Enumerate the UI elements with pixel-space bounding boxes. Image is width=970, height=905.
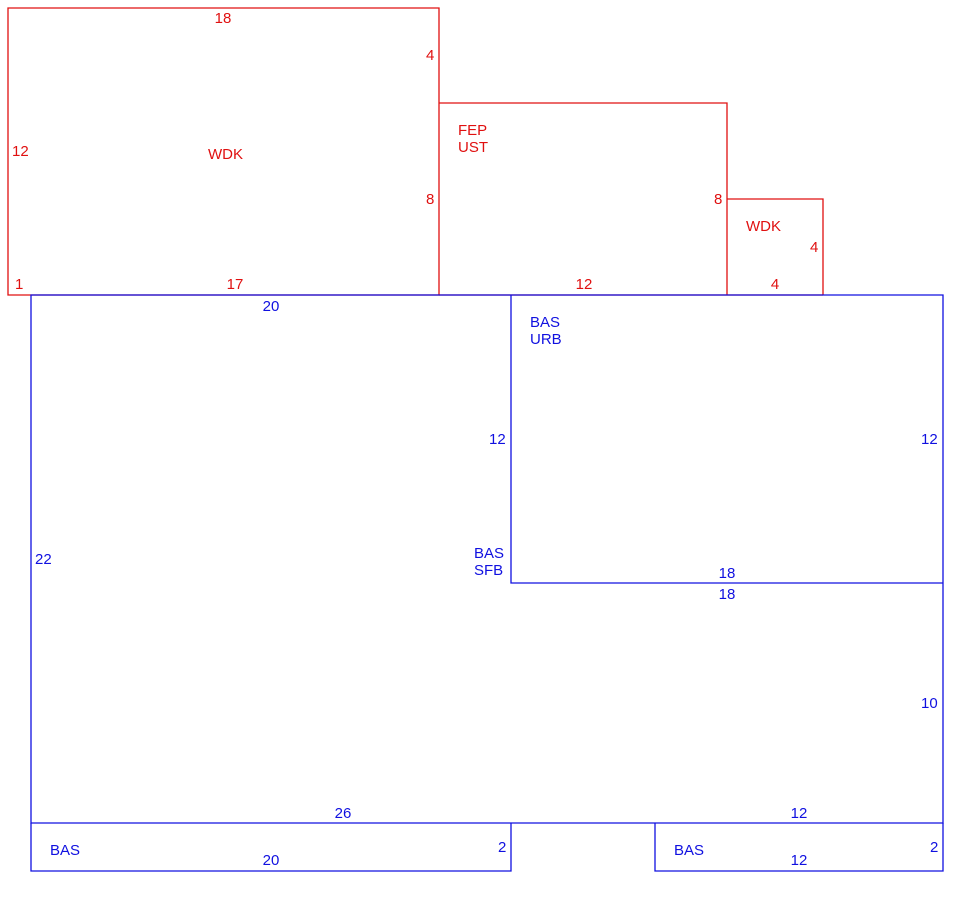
- bas-main-dim-bottom-right: 12: [791, 805, 808, 822]
- bas-strip-left-outline: [30, 823, 512, 872]
- wdk-right-code: WDK: [746, 218, 781, 235]
- wdk-left-dim-right-top: 4: [426, 47, 434, 64]
- wdk-right-dim-right: 4: [810, 239, 818, 256]
- bas-strip-left-dim-right: 2: [498, 839, 506, 856]
- bas-strip-right-dim-right: 2: [930, 839, 938, 856]
- bas-main-dim-top: 20: [263, 298, 280, 315]
- fep-code-2: UST: [458, 139, 488, 156]
- wdk-left-dim-top: 18: [215, 10, 232, 27]
- bas-urb-outline: [510, 295, 943, 584]
- fep-code-1: FEP: [458, 122, 487, 139]
- wdk-right-outline: [727, 198, 824, 295]
- bas-main-dim-right-lower: 10: [921, 695, 938, 712]
- wdk-left-code: WDK: [208, 146, 243, 163]
- bas-main-dim-step: 18: [719, 586, 736, 603]
- fep-dim-bottom: 12: [576, 276, 593, 293]
- bas-main-code-2: SFB: [474, 562, 503, 579]
- wdk-left-dim-bottom: 17: [227, 276, 244, 293]
- wdk-left-dim-right-mid: 8: [426, 191, 434, 208]
- bas-strip-right-code: BAS: [674, 842, 704, 859]
- bas-strip-right-outline: [654, 823, 944, 872]
- bas-main-dim-left: 22: [35, 551, 52, 568]
- bas-main-code-1: BAS: [474, 545, 504, 562]
- bas-strip-right-dim-bottom: 12: [791, 852, 808, 869]
- bas-urb-code-1: BAS: [530, 314, 560, 331]
- bas-urb-code-2: URB: [530, 331, 562, 348]
- bas-urb-dim-right: 12: [921, 431, 938, 448]
- fep-dim-right: 8: [714, 191, 722, 208]
- wdk-left-dim-left: 12: [12, 143, 29, 160]
- bas-main-dim-mid-left: 12: [489, 431, 506, 448]
- fep-outline: [439, 102, 728, 295]
- bas-strip-left-dim-bottom: 20: [263, 852, 280, 869]
- bas-main-dim-bottom-left: 26: [335, 805, 352, 822]
- wdk-right-dim-bottom: 4: [771, 276, 779, 293]
- bas-urb-dim-bottom: 18: [719, 565, 736, 582]
- bas-strip-left-code: BAS: [50, 842, 80, 859]
- wdk-left-dim-bottom-left: 1: [15, 276, 23, 293]
